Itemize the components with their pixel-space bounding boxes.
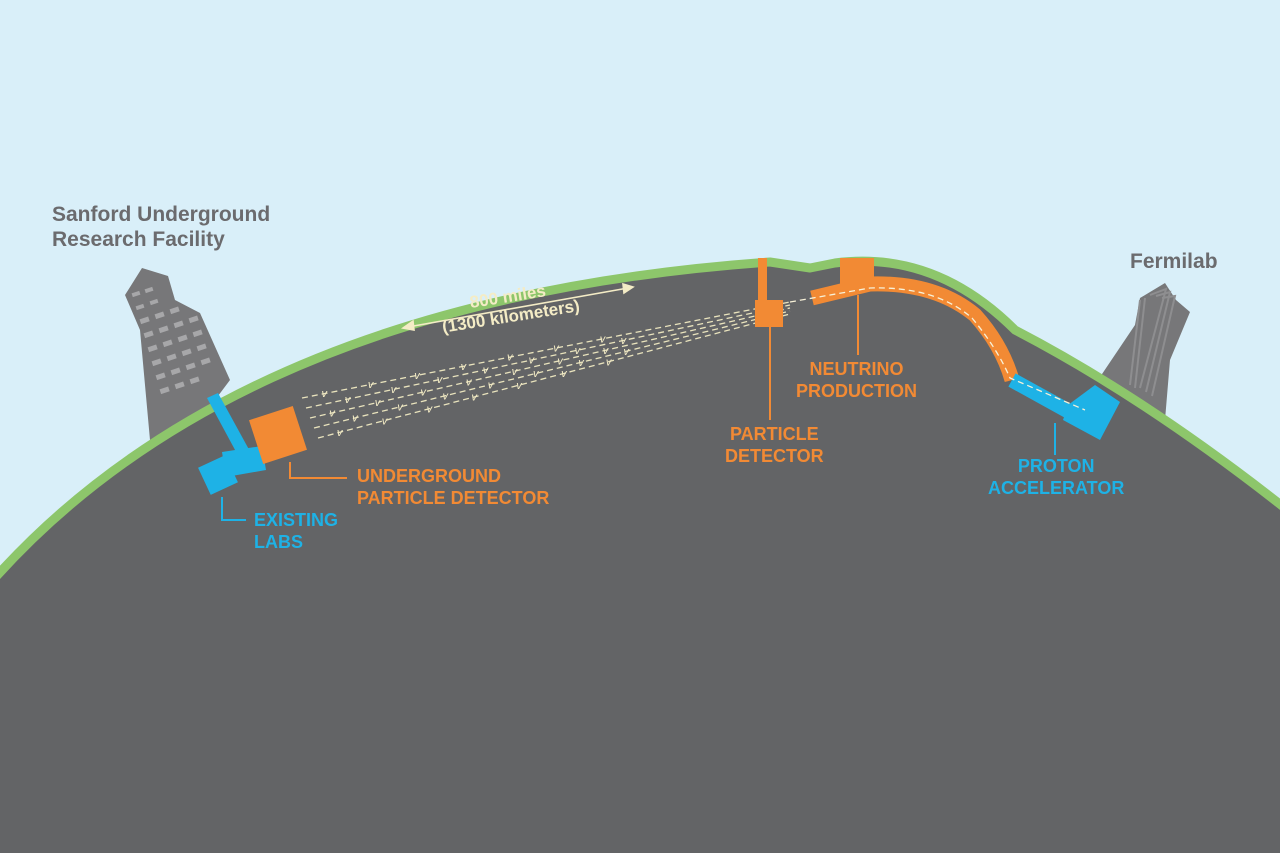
neutrino-symbol: v xyxy=(437,374,444,386)
proton-accelerator-tunnel xyxy=(1008,373,1074,419)
fermilab-label: Fermilab xyxy=(1130,250,1218,273)
neutrino-symbol: v xyxy=(606,356,613,368)
underground-detector-label: UNDERGROUND PARTICLE DETECTOR xyxy=(357,466,550,508)
neutrino-symbol: v xyxy=(397,402,404,414)
neutrino-symbol: v xyxy=(471,392,478,404)
neutrino-beam xyxy=(301,301,791,439)
sanford-label: Sanford Underground Research Facility xyxy=(52,203,271,252)
neutrino-symbol: v xyxy=(414,370,421,382)
neutrino-symbol: v xyxy=(322,388,329,400)
double-arrow-icon xyxy=(400,282,635,331)
existing-labs-structure xyxy=(198,393,266,495)
neutrino-symbol: v xyxy=(603,345,610,357)
beam-line xyxy=(301,301,791,399)
beam-line xyxy=(313,310,791,429)
proton-accelerator-label: PROTON ACCELERATOR xyxy=(988,456,1125,498)
fermilab-building-icon xyxy=(1098,283,1190,420)
neutrino-symbol: v xyxy=(561,368,568,380)
existing-labs-label: EXISTING LABS xyxy=(254,510,339,552)
neutrino-symbol: v xyxy=(382,415,389,427)
neutrino-symbol: v xyxy=(483,364,490,376)
neutrino-symbol: v xyxy=(345,394,352,406)
neutrino-symbol: v xyxy=(600,333,607,345)
underground-detector-leader xyxy=(289,462,347,479)
beam-line xyxy=(317,313,791,439)
neutrino-symbol: v xyxy=(516,380,523,392)
beam-line xyxy=(305,304,791,409)
lab-cavern xyxy=(198,455,238,495)
neutrino-symbol: v xyxy=(621,335,628,347)
neutrino-symbol: v xyxy=(375,397,382,409)
neutrino-symbol: v xyxy=(488,379,495,391)
underground-detector-block xyxy=(249,406,307,464)
neutrino-symbol: v xyxy=(352,413,359,425)
proton-accelerator-block xyxy=(1063,385,1120,440)
beam-line xyxy=(309,307,791,419)
neutrino-symbol: v xyxy=(529,355,536,367)
sanford-building-icon xyxy=(125,268,230,440)
particle-detector-block xyxy=(755,300,783,327)
neutrino-symbol: v xyxy=(507,352,514,364)
neutrino-symbol: v xyxy=(557,355,564,367)
lab-shaft xyxy=(207,393,252,461)
particle-detector-shaft xyxy=(758,258,767,300)
beam-path xyxy=(789,287,1086,411)
neutrino-symbol: v xyxy=(623,346,630,358)
neutrino-symbol: v xyxy=(329,408,336,420)
neutrino-symbol: v xyxy=(443,390,450,402)
neutrino-symbol: v xyxy=(575,345,582,357)
neutrino-symbol: v xyxy=(391,384,398,396)
neutrino-production-label: NEUTRINO PRODUCTION xyxy=(796,359,917,401)
neutrino-symbol: v xyxy=(512,366,519,378)
neutrino-symbol: v xyxy=(368,379,375,391)
neutrino-symbol: v xyxy=(578,357,585,369)
lab-tunnel xyxy=(222,446,266,477)
neutrino-symbol: v xyxy=(427,404,434,416)
neutrino-symbol: v xyxy=(461,361,468,373)
neutrino-symbol: v xyxy=(466,376,473,388)
neutrino-symbol: v xyxy=(533,368,540,380)
neutrino-production-tunnel xyxy=(810,276,1020,383)
neutrino-symbol: v xyxy=(420,387,427,399)
particle-detector-label: PARTICLE DETECTOR xyxy=(725,424,824,466)
neutrino-symbol: v xyxy=(337,427,344,439)
neutrino-symbol: v xyxy=(553,343,560,355)
existing-labs-leader xyxy=(221,497,246,521)
